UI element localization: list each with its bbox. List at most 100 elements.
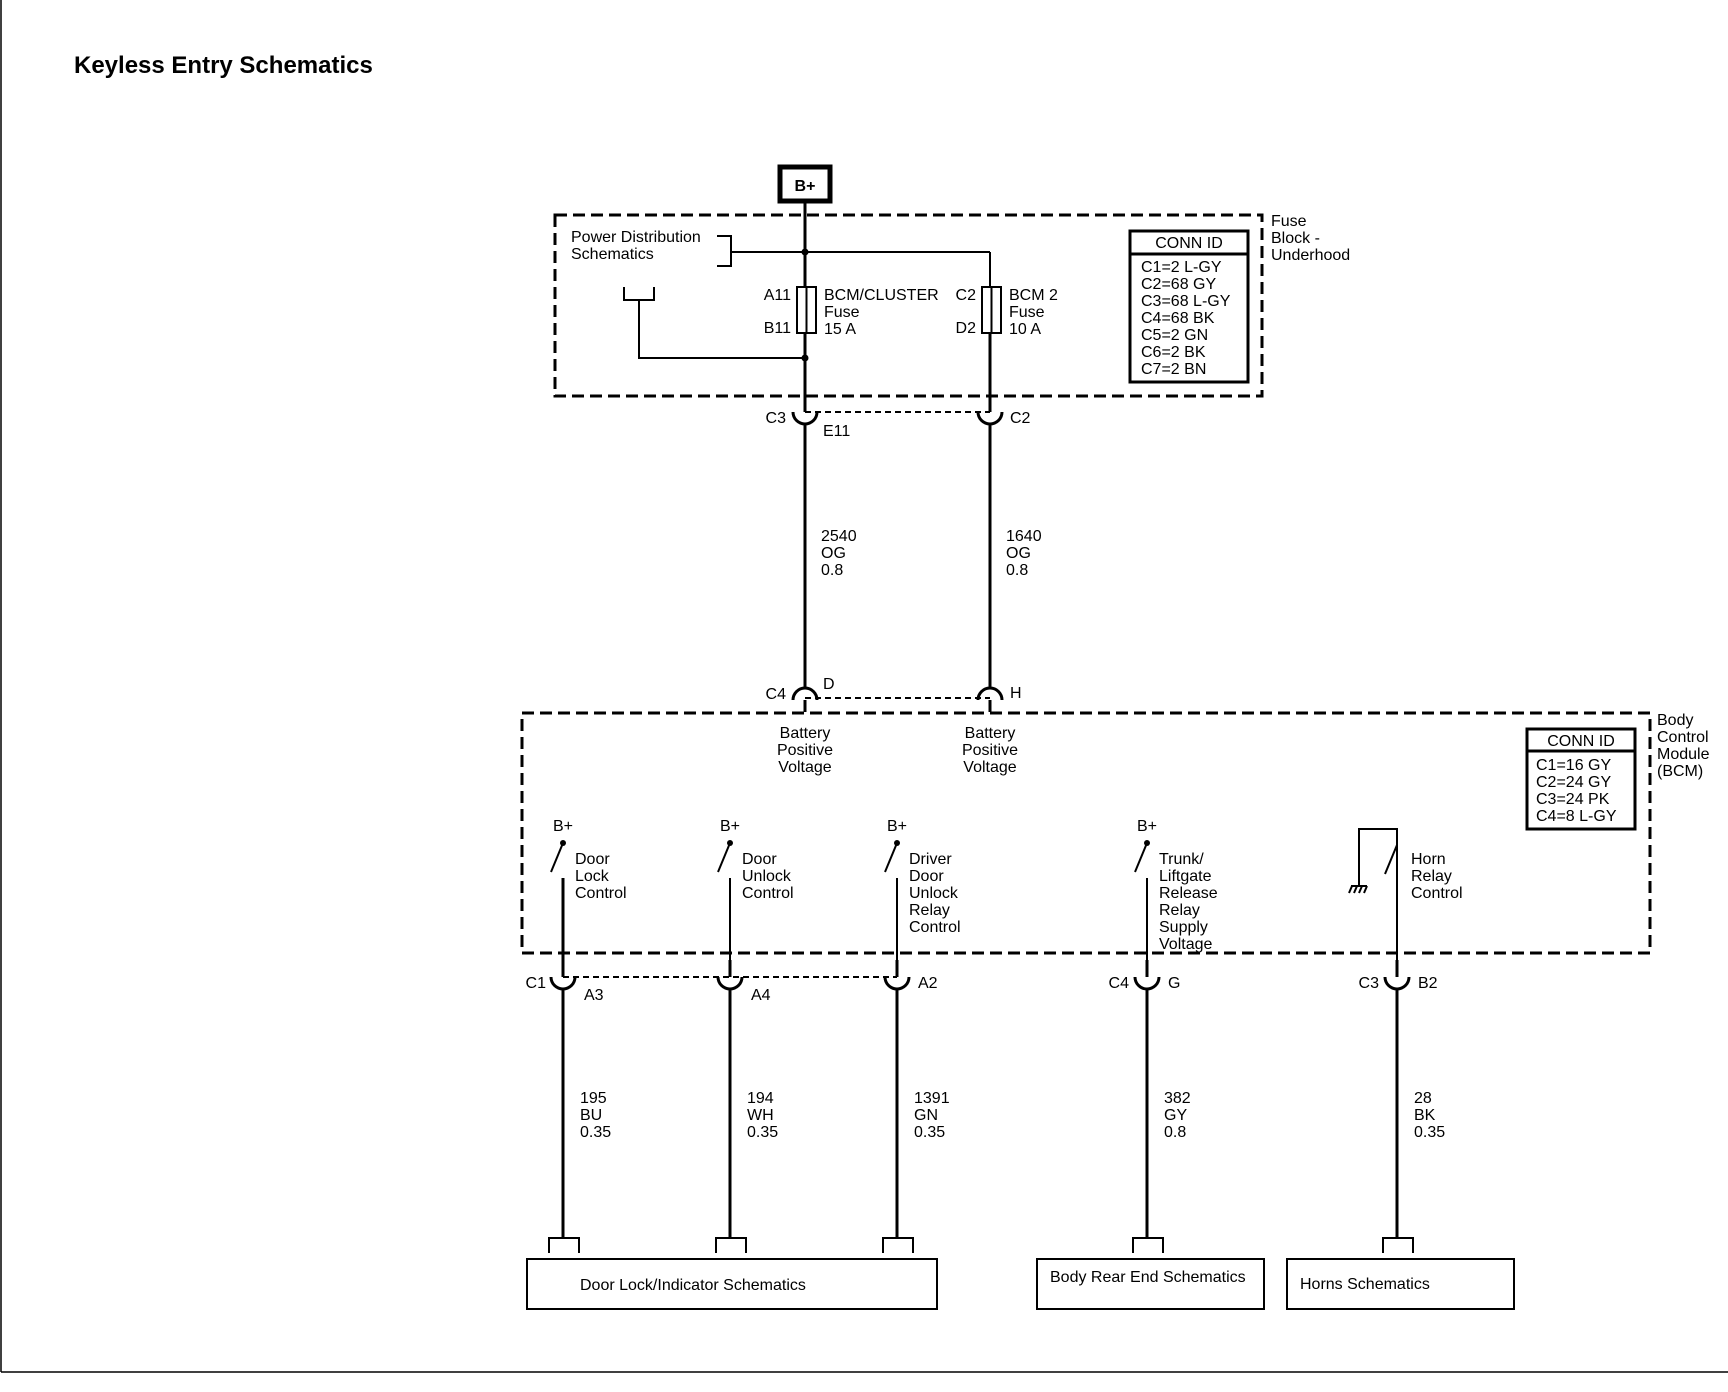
- wire-label-1391: 1391 GN 0.35: [914, 1090, 950, 1141]
- svg-text:C1=2 L-GY: C1=2 L-GY: [1141, 259, 1222, 276]
- svg-text:A11: A11: [764, 287, 791, 304]
- svg-text:Lock: Lock: [575, 868, 610, 885]
- svg-text:G: G: [1168, 975, 1180, 992]
- svg-text:Schematics: Schematics: [571, 246, 654, 263]
- svg-text:C3=24 PK: C3=24 PK: [1536, 791, 1610, 808]
- wire-label-194: 194 WH 0.35: [747, 1090, 778, 1141]
- svg-text:Control: Control: [909, 919, 961, 936]
- svg-text:0.8: 0.8: [1164, 1124, 1186, 1141]
- fuse-block-conn-id: CONN ID C1=2 L-GY C2=68 GY C3=68 L-GY C4…: [1128, 229, 1250, 384]
- svg-text:C3=68 L-GY: C3=68 L-GY: [1141, 293, 1231, 310]
- door-lock-indicator-schematics-reference[interactable]: Door Lock/Indicator Schematics: [526, 1258, 938, 1310]
- svg-text:Positive: Positive: [777, 742, 833, 759]
- bcm-output-door-lock: B+ Door Lock Control: [550, 818, 627, 960]
- body-rear-end-schematics-reference[interactable]: Body Rear End Schematics: [1036, 1258, 1265, 1310]
- svg-text:Door: Door: [742, 851, 777, 868]
- svg-text:194: 194: [747, 1090, 774, 1107]
- bcm-input-label-2: Battery Positive Voltage: [962, 725, 1018, 776]
- svg-text:0.35: 0.35: [1414, 1124, 1445, 1141]
- svg-text:Underhood: Underhood: [1271, 247, 1350, 264]
- bcm-name: Body Control Module (BCM): [1657, 712, 1710, 780]
- svg-text:Driver: Driver: [909, 851, 952, 868]
- svg-text:C4: C4: [1109, 975, 1130, 992]
- svg-text:15 A: 15 A: [824, 321, 856, 338]
- svg-text:BCM/CLUSTER: BCM/CLUSTER: [824, 287, 939, 304]
- svg-text:Relay: Relay: [1159, 902, 1200, 919]
- wire-label-382: 382 GY 0.8: [1164, 1090, 1191, 1141]
- bcm-output-driver-door-unlock: B+ Driver Door Unlock Relay Control: [884, 818, 961, 960]
- svg-text:GN: GN: [914, 1107, 938, 1124]
- svg-text:D: D: [823, 676, 835, 693]
- svg-text:C7=2 BN: C7=2 BN: [1141, 361, 1206, 378]
- bcm-connector-a4: A4: [716, 960, 771, 1004]
- svg-text:Body: Body: [1657, 712, 1693, 729]
- svg-text:0.35: 0.35: [747, 1124, 778, 1141]
- wire-label-2540: 2540 OG 0.8: [821, 528, 857, 579]
- svg-text:C2=68 GY: C2=68 GY: [1141, 276, 1216, 293]
- fuse-block-boundary: [553, 213, 1264, 398]
- svg-text:Unlock: Unlock: [742, 868, 792, 885]
- svg-text:CONN ID: CONN ID: [1155, 235, 1223, 252]
- svg-text:Door Lock/Indicator Schematics: Door Lock/Indicator Schematics: [580, 1277, 806, 1294]
- svg-text:Voltage: Voltage: [1159, 936, 1212, 953]
- svg-text:Fuse: Fuse: [824, 304, 860, 321]
- svg-text:A2: A2: [918, 975, 938, 992]
- svg-text:B+: B+: [1137, 818, 1157, 835]
- svg-text:D2: D2: [956, 320, 977, 337]
- battery-supply-label: B+: [795, 178, 816, 195]
- svg-text:Supply: Supply: [1159, 919, 1208, 936]
- svg-text:C1: C1: [526, 975, 547, 992]
- ground-icon: [1348, 885, 1368, 894]
- svg-text:A3: A3: [584, 987, 604, 1004]
- svg-text:C2: C2: [956, 287, 977, 304]
- svg-text:C3: C3: [1359, 975, 1380, 992]
- svg-text:Battery: Battery: [965, 725, 1016, 742]
- svg-text:Body Rear End Schematics: Body Rear End Schematics: [1050, 1269, 1246, 1286]
- svg-text:Battery: Battery: [780, 725, 831, 742]
- svg-text:Control: Control: [1657, 729, 1709, 746]
- svg-text:A4: A4: [751, 987, 771, 1004]
- bcm-connector-c4-g: C4 G: [1109, 960, 1180, 992]
- svg-text:B+: B+: [887, 818, 907, 835]
- fuse-bcm-cluster: A11 B11 BCM/CLUSTER Fuse 15 A: [764, 286, 939, 338]
- fuse-bcm-2: C2 D2 BCM 2 Fuse 10 A: [956, 286, 1058, 338]
- svg-text:C4=8 L-GY: C4=8 L-GY: [1536, 808, 1617, 825]
- svg-text:H: H: [1010, 685, 1022, 702]
- svg-text:E11: E11: [823, 423, 850, 440]
- svg-text:C1=16 GY: C1=16 GY: [1536, 757, 1611, 774]
- svg-text:Block -: Block -: [1271, 230, 1320, 247]
- horns-schematics-reference[interactable]: Horns Schematics: [1286, 1258, 1515, 1310]
- svg-text:Trunk/: Trunk/: [1159, 851, 1204, 868]
- svg-text:C2: C2: [1010, 410, 1031, 427]
- svg-text:C4: C4: [766, 686, 787, 703]
- power-distribution-reference: Power Distribution Schematics: [571, 229, 990, 359]
- bcm-connector-c3-b2: C3 B2: [1359, 960, 1438, 992]
- svg-text:C2=24 GY: C2=24 GY: [1536, 774, 1611, 791]
- svg-text:0.8: 0.8: [1006, 562, 1028, 579]
- svg-text:Liftgate: Liftgate: [1159, 868, 1212, 885]
- bcm-connector-a2: A2: [883, 960, 938, 992]
- svg-text:Fuse: Fuse: [1009, 304, 1045, 321]
- bcm-connector-c4-input: C4 D: [766, 676, 835, 712]
- bcm-output-horn-relay: Horn Relay Control: [1348, 828, 1463, 960]
- svg-text:Horns Schematics: Horns Schematics: [1300, 1276, 1430, 1293]
- svg-text:0.35: 0.35: [580, 1124, 611, 1141]
- wire-label-28: 28 BK 0.35: [1414, 1090, 1445, 1141]
- svg-text:B+: B+: [720, 818, 740, 835]
- bcm-input-label-1: Battery Positive Voltage: [777, 725, 833, 776]
- svg-text:C4=68 BK: C4=68 BK: [1141, 310, 1215, 327]
- svg-text:(BCM): (BCM): [1657, 763, 1703, 780]
- svg-text:Relay: Relay: [1411, 868, 1452, 885]
- svg-text:B2: B2: [1418, 975, 1438, 992]
- svg-text:Voltage: Voltage: [778, 759, 831, 776]
- svg-text:Control: Control: [742, 885, 794, 902]
- svg-text:BK: BK: [1414, 1107, 1436, 1124]
- wire-label-1640: 1640 OG 0.8: [1006, 528, 1042, 579]
- svg-text:B+: B+: [553, 818, 573, 835]
- svg-text:BU: BU: [580, 1107, 602, 1124]
- svg-text:0.8: 0.8: [821, 562, 843, 579]
- svg-text:CONN ID: CONN ID: [1547, 733, 1615, 750]
- svg-text:Module: Module: [1657, 746, 1710, 763]
- svg-text:Door: Door: [909, 868, 944, 885]
- bcm-connector-input-h: H: [976, 685, 1022, 712]
